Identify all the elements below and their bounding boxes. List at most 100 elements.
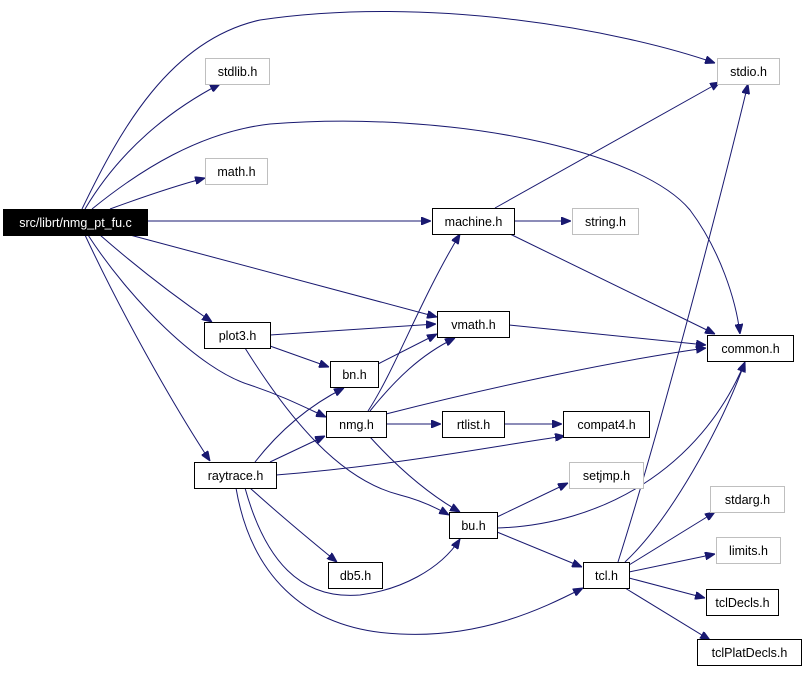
node-label-nmg: nmg.h <box>339 418 374 432</box>
node-box-raytrace <box>194 462 277 489</box>
node-label-bn: bn.h <box>342 368 366 382</box>
edge-nmg-to-bu <box>369 436 460 512</box>
node-stdio: stdio.h <box>717 58 780 85</box>
edge-plot3-to-bu <box>244 347 449 515</box>
edge-bu-to-tcl <box>496 531 582 567</box>
node-math: math.h <box>205 158 268 185</box>
node-box-db5 <box>328 562 383 589</box>
edge-vmath-to-common <box>508 324 706 345</box>
node-label-setjmp: setjmp.h <box>583 469 630 483</box>
node-label-tcl: tcl.h <box>595 569 618 583</box>
edge-raytrace-to-bn <box>254 388 344 463</box>
node-box-compat4 <box>563 411 650 438</box>
node-box-math <box>205 158 268 185</box>
node-limits: limits.h <box>716 537 781 564</box>
node-string: string.h <box>572 208 639 235</box>
node-label-machine: machine.h <box>445 215 503 229</box>
node-label-limits: limits.h <box>729 544 768 558</box>
edge-machine-to-stdio <box>494 82 720 209</box>
node-label-plot3: plot3.h <box>219 329 257 343</box>
node-setjmp: setjmp.h <box>569 462 644 489</box>
node-machine[interactable]: machine.h <box>432 208 515 235</box>
node-tcl[interactable]: tcl.h <box>583 562 630 589</box>
node-vmath[interactable]: vmath.h <box>437 311 510 338</box>
node-label-root: src/librt/nmg_pt_fu.c <box>19 216 132 230</box>
node-label-stdlib: stdlib.h <box>218 65 258 79</box>
node-box-machine <box>432 208 515 235</box>
node-label-string: string.h <box>585 215 626 229</box>
edge-tcl-to-tclDecls <box>628 577 705 598</box>
node-box-rtlist <box>442 411 505 438</box>
edge-root-to-common <box>91 120 740 334</box>
node-root[interactable]: src/librt/nmg_pt_fu.c <box>3 209 148 236</box>
edge-root-to-stdlib <box>84 84 220 210</box>
edge-tcl-to-stdarg <box>628 512 715 566</box>
edge-plot3-to-vmath <box>269 324 436 336</box>
node-nmg[interactable]: nmg.h <box>326 411 387 438</box>
node-db5[interactable]: db5.h <box>328 562 383 589</box>
node-label-db5: db5.h <box>340 569 371 583</box>
edge-tcl-to-stdio <box>617 84 748 563</box>
edge-root-to-stdio <box>81 11 715 210</box>
node-label-raytrace: raytrace.h <box>208 469 264 483</box>
edge-raytrace-to-bu <box>244 487 460 596</box>
node-box-setjmp <box>569 462 644 489</box>
edge-raytrace-to-tcl <box>235 487 583 635</box>
edge-bn-to-vmath <box>377 334 437 365</box>
edge-root-to-nmg <box>87 234 326 417</box>
edge-root-to-plot3 <box>99 234 212 322</box>
node-box-tclDecls <box>706 589 779 616</box>
edge-nmg-to-common <box>385 348 706 415</box>
node-label-rtlist: rtlist.h <box>457 418 490 432</box>
edges <box>81 11 748 640</box>
node-raytrace[interactable]: raytrace.h <box>194 462 277 489</box>
node-box-stdarg <box>710 486 785 513</box>
edge-root-to-vmath <box>129 234 437 317</box>
node-label-vmath: vmath.h <box>451 318 496 332</box>
node-box-bu <box>449 512 498 539</box>
node-box-limits <box>716 537 781 564</box>
nodes: src/librt/nmg_pt_fu.c stdlib.h stdio.h math… <box>3 58 802 666</box>
node-label-stdarg: stdarg.h <box>725 493 770 507</box>
node-bn[interactable]: bn.h <box>330 361 379 388</box>
node-box-stdlib <box>205 58 270 85</box>
edge-root-to-math <box>109 178 205 210</box>
node-label-tclPlatDecls: tclPlatDecls.h <box>712 646 788 660</box>
edge-tcl-to-limits <box>628 554 715 573</box>
edge-tcl-to-tclPlatDecls <box>624 587 710 640</box>
node-common[interactable]: common.h <box>707 335 794 362</box>
edge-machine-to-common <box>509 233 715 334</box>
node-box-string <box>572 208 639 235</box>
node-box-common <box>707 335 794 362</box>
node-plot3[interactable]: plot3.h <box>204 322 271 349</box>
node-tclDecls[interactable]: tclDecls.h <box>706 589 779 616</box>
node-box-tcl <box>583 562 630 589</box>
node-box-bn <box>330 361 379 388</box>
node-rtlist[interactable]: rtlist.h <box>442 411 505 438</box>
node-label-compat4: compat4.h <box>577 418 635 432</box>
node-box-vmath <box>437 311 510 338</box>
node-label-tclDecls: tclDecls.h <box>715 596 769 610</box>
node-label-stdio: stdio.h <box>730 65 767 79</box>
node-box-plot3 <box>204 322 271 349</box>
node-box-root <box>3 209 148 236</box>
node-box-nmg <box>326 411 387 438</box>
edge-raytrace-to-nmg <box>269 436 325 463</box>
node-label-math: math.h <box>217 165 255 179</box>
edge-tcl-to-common <box>624 362 745 563</box>
node-label-common: common.h <box>721 342 779 356</box>
edge-raytrace-to-compat4 <box>275 436 565 476</box>
node-stdarg: stdarg.h <box>710 486 785 513</box>
node-box-stdio <box>717 58 780 85</box>
node-bu[interactable]: bu.h <box>449 512 498 539</box>
edge-nmg-to-vmath <box>369 338 455 412</box>
node-tclPlatDecls[interactable]: tclPlatDecls.h <box>697 639 802 666</box>
edge-nmg-to-machine <box>367 234 460 412</box>
node-compat4[interactable]: compat4.h <box>563 411 650 438</box>
edge-root-to-raytrace <box>84 234 210 461</box>
node-stdlib: stdlib.h <box>205 58 270 85</box>
node-label-bu: bu.h <box>461 519 485 533</box>
node-box-tclPlatDecls <box>697 639 802 666</box>
edge-plot3-to-bn <box>269 345 329 367</box>
